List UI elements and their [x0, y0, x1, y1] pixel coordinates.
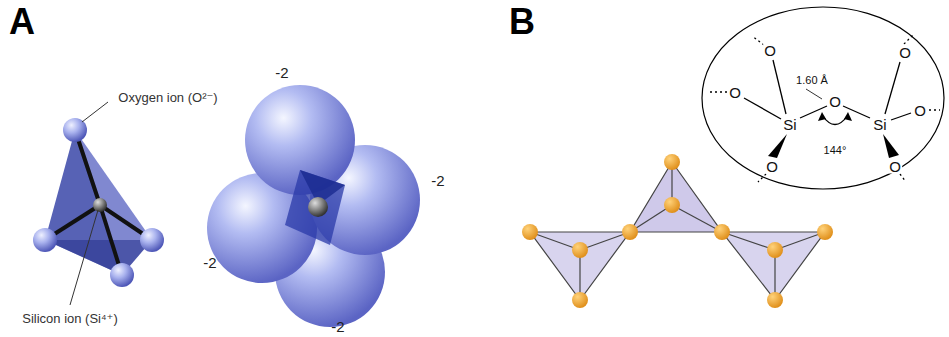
panel-letter: B: [509, 4, 535, 40]
atom-label: O: [763, 43, 777, 58]
tetrahedron-model: [33, 102, 164, 305]
atom-label: Si: [872, 117, 887, 132]
atom-label: O: [728, 85, 742, 100]
part-label: Silicon ion (Si⁴⁺): [22, 312, 118, 325]
atom-label: O: [913, 103, 927, 118]
bond-group: [709, 34, 940, 182]
charge-label: -2: [275, 65, 288, 80]
dotted-bond: [758, 174, 766, 182]
atom-label: Si: [782, 117, 797, 132]
charge-label: -2: [331, 319, 344, 334]
part-label: Oxygen ion (O²⁻): [118, 91, 217, 104]
bond-line: [885, 62, 900, 114]
space-filling-model: [207, 85, 420, 327]
dotted-bond: [900, 174, 906, 182]
charge-label: -2: [203, 255, 216, 270]
inset-ellipse: OO1.60 ÅOOSiSiO144°OO: [701, 6, 945, 190]
measure-label: 1.60 Å: [795, 75, 829, 86]
charge-label: -2: [431, 173, 444, 188]
atom-label: O: [888, 159, 902, 174]
length-marker: [806, 89, 822, 99]
bond-line: [773, 60, 786, 114]
dotted-bond: [709, 91, 727, 92]
ellipse-outline: [702, 7, 944, 189]
atom-label: O: [898, 45, 912, 60]
wedge-bond: [883, 134, 899, 158]
dotted-bond: [929, 109, 940, 110]
arrow-head: [844, 112, 852, 121]
bond-line: [891, 113, 911, 120]
bond-line: [744, 98, 781, 119]
angle-arc: [822, 115, 848, 125]
dotted-bond: [904, 34, 914, 44]
panel-letter: A: [9, 4, 35, 40]
wedge-bond: [768, 134, 787, 158]
atom-label: O: [828, 94, 842, 109]
atom-label: O: [765, 159, 779, 174]
arrow-head: [818, 112, 826, 121]
measure-label: 144°: [823, 145, 848, 156]
